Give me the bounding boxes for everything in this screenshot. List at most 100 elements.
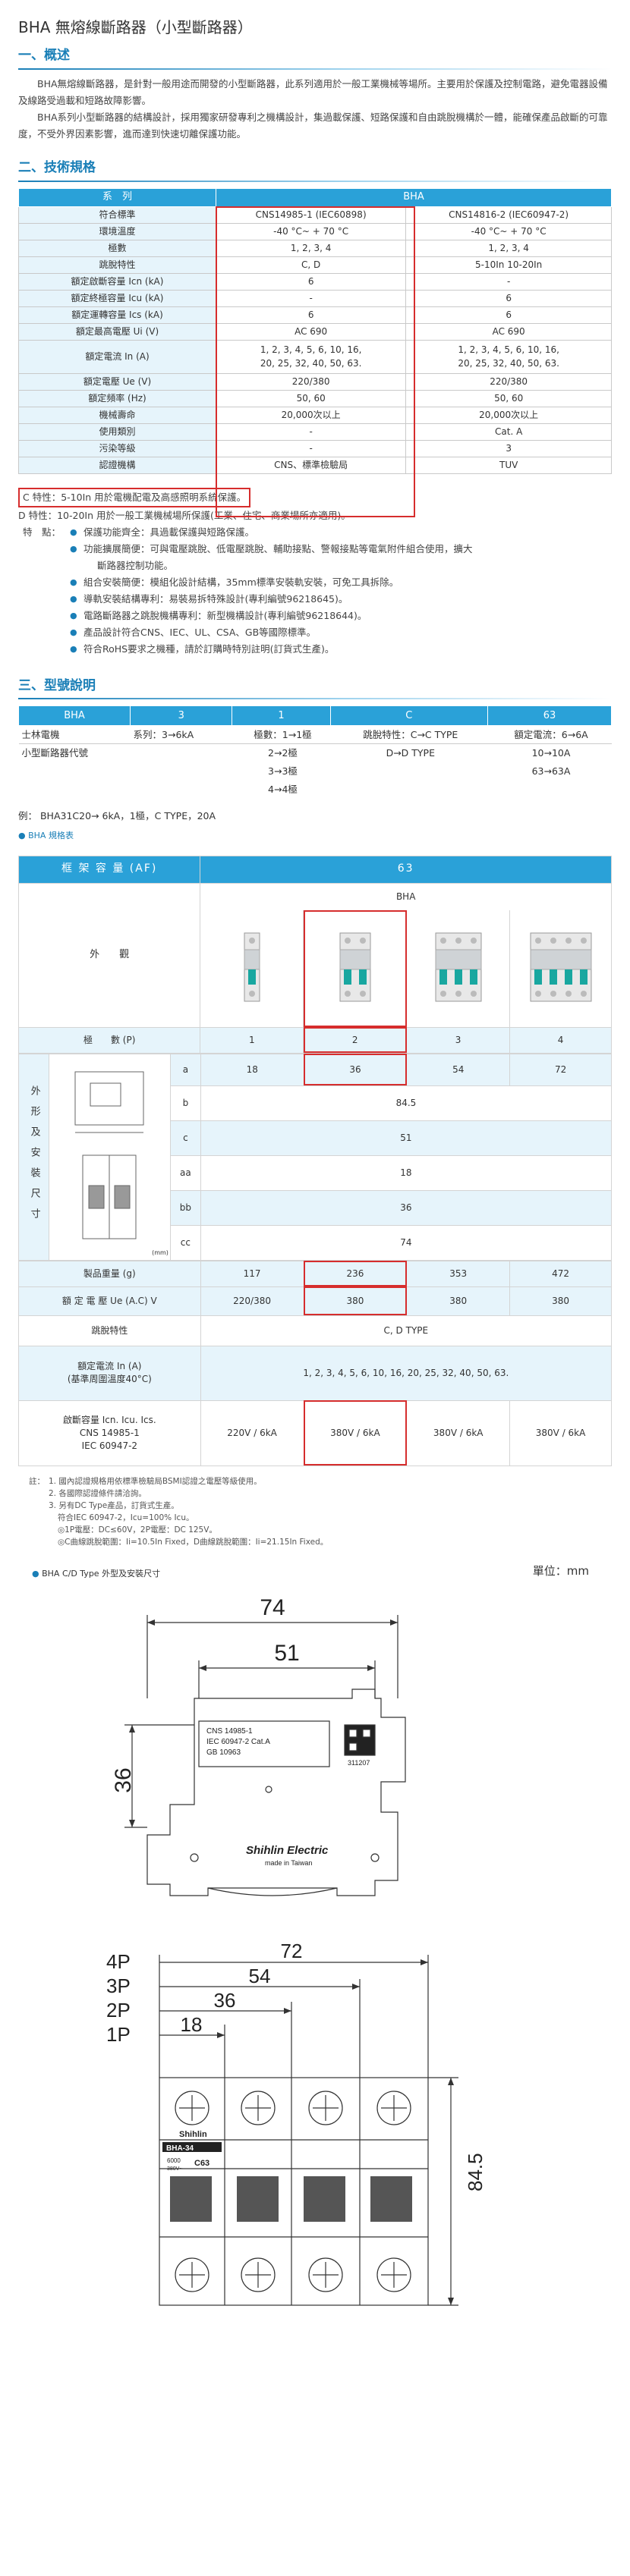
model-cell [131,744,232,762]
feature-item: 斷路器控制功能。 [97,559,174,571]
appearance-label: 外 觀 [17,882,201,1028]
section-spec-heading: 二、技術規格 [18,159,96,175]
rated-current-label-2: (基準周圍溫度40°C) [67,1374,152,1385]
drawing-caption-row: ● BHA C/D Type 外型及安裝尺寸 單位：mm [18,1562,612,1585]
note-line: ◎1P電壓：DC≤60V，2P電壓：DC 125V。 [58,1525,217,1535]
model-cell: 小型斷路器代號 [21,747,89,759]
spec-value-a: CNS14985-1 (IEC60898) [215,206,407,224]
spec-value-b: Cat. A [405,423,612,441]
front-spec: 6000 [167,2157,181,2164]
feature-item: 導軌安裝結構專利：易裝易拆特殊設計(專利編號96218645)。 [18,591,612,608]
spec-value-b: 1, 2, 3, 4 [405,239,612,257]
spec-value-line: AC 690 [492,325,525,337]
front-view-drawing: 4P 3P 2P 1P 72 54 36 18 84.5 Shihlin BHA… [106,1941,487,2306]
spec-value-line: -40 °C~ + 70 °C [273,225,349,237]
dimension-value: 74 [200,1224,613,1261]
spec-value-line: 1, 2, 3, 4, 5, 6, 10, 16, [260,344,362,356]
spec-label: 符合標準 [18,206,216,224]
product-photo-cell [509,910,612,1028]
model-header-cell: 63 [487,705,612,727]
model-cell [19,762,131,781]
spec-value-line: - [309,426,313,437]
break-label-2: CNS 14985-1 [79,1427,140,1438]
made-in-text: made in Taiwan [265,1859,312,1867]
model-cell: 63→63A [531,765,571,778]
unit-label: 單位：mm [532,1563,589,1578]
section-model-heading: 三、型號說明 [18,677,96,693]
spec-label: 額定電流 In (A) [18,339,216,374]
break-cell: 220V / 6kA [200,1400,304,1466]
feature-item: 功能擴展簡便：可與電壓跳脫、低電壓跳脫、輔助接點、警報接點等電氣附件組合使用，擴… [18,541,612,558]
d-type-note: D 特性：10-20In 用於一般工業機械場所保護(工業、住宅、商業場所亦適用)… [18,509,351,521]
break-cell: 380V / 6kA [406,1400,511,1466]
section-divider [18,68,612,70]
poles-label: 極 數 (P) [17,1026,201,1054]
brand-text: Shihlin Electric [246,1844,329,1857]
spec-label: 跳脫特性 [18,256,216,274]
notes-prefix: 註： [29,1476,45,1486]
width-54: 54 [249,1965,271,1987]
label-line-2: IEC 60947-2 Cat.A [206,1738,270,1746]
dimension-key: aa [169,1154,201,1191]
notes: 註： 1. 國內認證規格用依標準檢驗局BSMI認證之電壓等級使用。2. 各國際認… [18,1475,612,1548]
volt-cell: 380 [303,1286,408,1316]
front-volt: 380V~ [167,2166,182,2172]
dimension-key: b [169,1085,201,1121]
overview-paragraph-2: BHA系列小型斷路器的結構設計，採用獨家研發專利之機構設計，集過載保護、短路保護… [18,111,608,140]
spec-value-a: 1, 2, 3, 4 [215,239,407,257]
spec-value-b: TUV [405,456,612,474]
weight-cell: 353 [406,1260,511,1287]
volt-cell: 220/380 [200,1286,304,1316]
width-18: 18 [181,2013,203,2036]
spec-value-a: - [215,289,407,307]
notes-lines: 1. 國內認證規格用依標準檢驗局BSMI認證之電壓等級使用。2. 各國際認證條件… [49,1475,612,1548]
spec-value-a: 220/380 [215,372,407,391]
spec-row: 額定啟斷容量 Icn (kA)6- [18,272,612,291]
spec-value-b: - [405,272,612,291]
feature-item: 保護功能齊全：具過載保護與短路保護。 [18,524,612,541]
spec-value-line: 5-10In 10-20In [475,259,543,270]
model-cell: 4→4極 [268,784,298,796]
product-photo-cell [406,910,511,1028]
spec-header-model: BHA [216,187,612,207]
spec-value-line: 1, 2, 3, 4 [290,242,332,253]
model-cell [330,781,487,799]
volt-cell: 380 [509,1286,612,1316]
dimension-value: 84.5 [200,1085,613,1121]
front-brand: Shihlin [179,2130,207,2139]
height-84-5: 84.5 [464,2153,487,2191]
spec-value-line: TUV [499,459,518,470]
spec-label: 額定啟斷容量 Icn (kA) [18,272,216,291]
spec-value-b: CNS14816-2 (IEC60947-2) [405,206,612,224]
break-label-1: 啟斷容量 Icn. Icu. Ics. [62,1414,156,1425]
dimension-value: 54 [406,1053,511,1086]
dimension-sketch [74,1071,144,1239]
spec-row: 環境溫度-40 °C~ + 70 °C-40 °C~ + 70 °C [18,222,612,240]
spec-value-line: 220/380 [490,375,528,387]
spec-value-b: 20,000次以上 [405,406,612,424]
front-rating: C63 [194,2159,209,2168]
model-header-cell: BHA [17,705,131,727]
volt-cell: 380 [406,1286,511,1316]
dim-74: 74 [260,1595,285,1620]
spec-label: 額定最高電壓 Ui (V) [18,322,216,341]
spec-value-b: 1, 2, 3, 4, 5, 6, 10, 16,20, 25, 32, 40,… [405,339,612,374]
spec-value-a: AC 690 [215,322,407,341]
